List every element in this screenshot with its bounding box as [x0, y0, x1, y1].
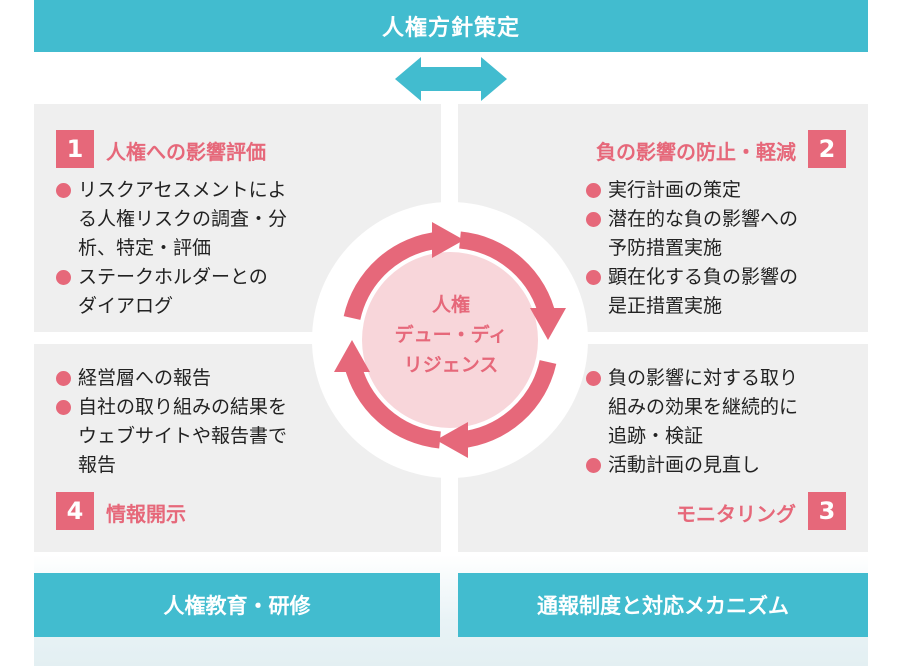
center-line: 人権: [431, 294, 470, 316]
bullet-line: 顕在化する負の影響の: [608, 266, 799, 288]
bullet-line: 組みの効果を継続的に: [608, 396, 799, 418]
bullet-list-2: 実行計画の策定 潜在的な負の影響への 予防措置実施 顕在化する負の影響の 是正措…: [586, 176, 798, 321]
bullet-line: 潜在的な負の影響への: [608, 208, 799, 230]
cycle-arc: [458, 231, 557, 321]
grievance-mechanism-box: 通報制度と対応メカニズム: [458, 573, 868, 637]
cycle-arc: [458, 359, 557, 449]
bullet-line: リスクアセスメントによ: [78, 179, 287, 201]
bullet-item: ステークホルダーとの ダイアログ: [56, 263, 287, 321]
center-line: デュー・ディ: [394, 324, 508, 346]
bullet-line: 負の影響に対する取り: [608, 367, 799, 389]
bullet-line: ステークホルダーとの: [78, 266, 268, 288]
training-label: 人権教育・研修: [163, 594, 311, 618]
bullet-line: 活動計画の見直し: [608, 454, 761, 476]
quadrant-title-1: 人権への影響評価: [106, 140, 266, 164]
bullet-item: 潜在的な負の影響への 予防措置実施: [586, 205, 798, 263]
cycle-arrowhead-icon: [432, 222, 464, 258]
quadrant-title-2: 負の影響の防止・軽減: [596, 140, 796, 164]
bullet-line: 予防措置実施: [608, 237, 723, 259]
quadrant-title-3: モニタリング: [676, 502, 796, 526]
center-circle: [362, 252, 538, 428]
bullet-list-3: 負の影響に対する取り 組みの効果を継続的に 追跡・検証 活動計画の見直し: [586, 364, 798, 480]
double-arrow-icon: [395, 57, 507, 101]
cycle-diagram: [312, 202, 588, 478]
bullet-line: 経営層への報告: [78, 367, 212, 389]
cycle-arc: [343, 231, 442, 321]
bullet-line: る人権リスクの調査・分: [78, 208, 288, 230]
bullet-line: 報告: [78, 454, 117, 476]
step-number-3: 3: [808, 492, 846, 530]
bullet-line: 是正措置実施: [608, 295, 723, 317]
cycle-arc: [343, 359, 442, 449]
bullet-line: 析、特定・評価: [78, 237, 212, 259]
bullet-item: 実行計画の策定: [586, 176, 798, 205]
cycle-arrowhead-icon: [530, 308, 566, 340]
training-box: 人権教育・研修: [34, 573, 440, 637]
center-line: リジェンス: [403, 354, 499, 376]
bullet-item: 負の影響に対する取り 組みの効果を継続的に 追跡・検証: [586, 364, 798, 451]
due-diligence-label: 人権 デュー・ディ リジェンス: [380, 290, 522, 380]
bullet-item: リスクアセスメントによ る人権リスクの調査・分 析、特定・評価: [56, 176, 287, 263]
bullet-item: 自社の取り組みの結果を ウェブサイトや報告書で 報告: [56, 393, 287, 480]
step-number-2: 2: [808, 130, 846, 168]
bullet-line: 追跡・検証: [608, 425, 704, 447]
policy-header: 人権方針策定: [34, 0, 868, 52]
bullet-item: 顕在化する負の影響の 是正措置実施: [586, 263, 798, 321]
bullet-line: ウェブサイトや報告書で: [78, 425, 288, 447]
quadrant-title-4: 情報開示: [106, 502, 186, 526]
grievance-mechanism-label: 通報制度と対応メカニズム: [537, 594, 789, 618]
step-number-1: 1: [56, 130, 94, 168]
bullet-list-4: 経営層への報告 自社の取り組みの結果を ウェブサイトや報告書で 報告: [56, 364, 287, 480]
bullet-line: 自社の取り組みの結果を: [78, 396, 288, 418]
step-number-4: 4: [56, 492, 94, 530]
bullet-list-1: リスクアセスメントによ る人権リスクの調査・分 析、特定・評価 ステークホルダー…: [56, 176, 287, 321]
cycle-arrowhead-icon: [334, 340, 370, 372]
bullet-item: 経営層への報告: [56, 364, 287, 393]
policy-header-title: 人権方針策定: [381, 16, 520, 41]
quadrant-impact-assessment: 1 人権への影響評価 リスクアセスメントによ る人権リスクの調査・分 析、特定・…: [34, 104, 441, 332]
cycle-arrowhead-icon: [436, 422, 468, 458]
bullet-item: 活動計画の見直し: [586, 451, 798, 480]
bullet-line: ダイアログ: [78, 295, 174, 317]
bullet-line: 実行計画の策定: [608, 179, 742, 201]
